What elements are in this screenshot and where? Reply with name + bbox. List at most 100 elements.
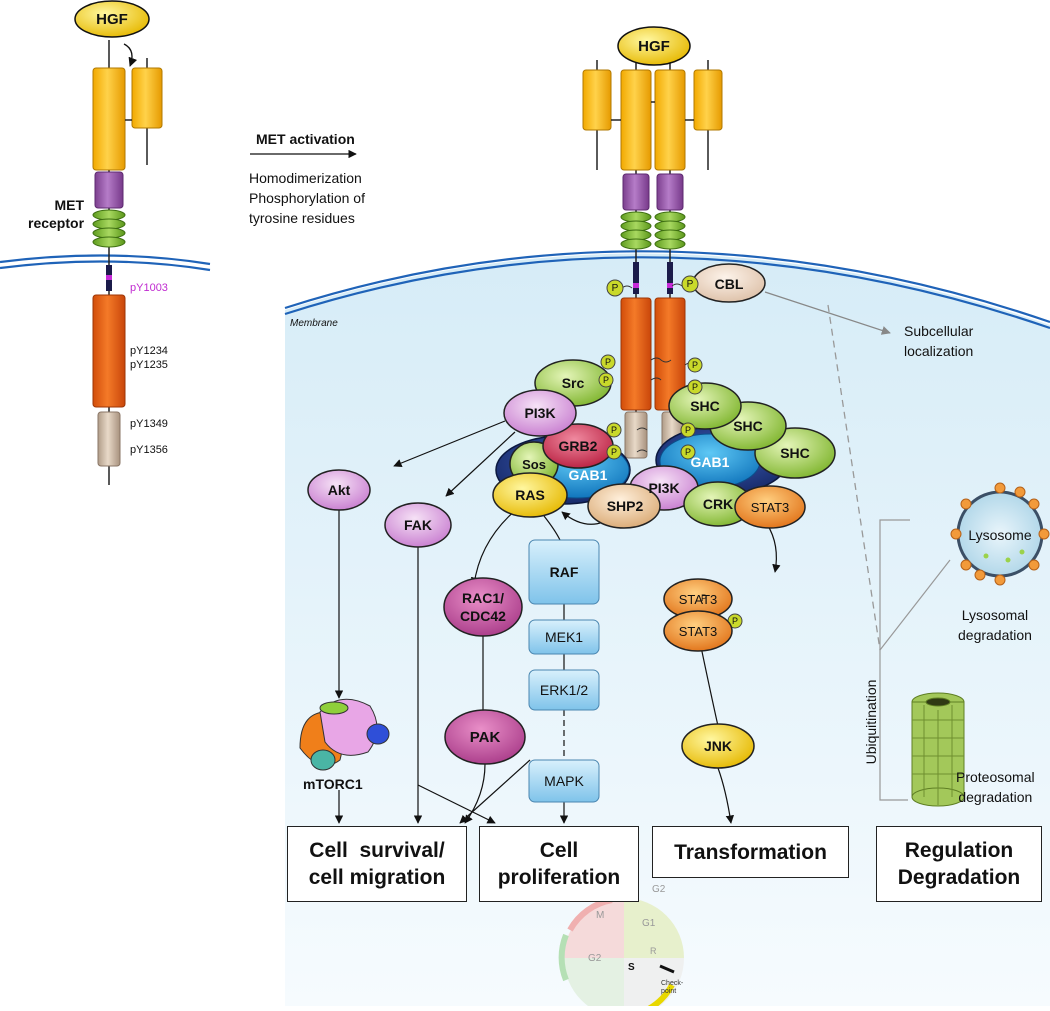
site-py1003: pY1003 xyxy=(130,282,168,294)
site-py1235: pY1235 xyxy=(130,359,168,371)
stat3-label-dimer-top: STAT3 xyxy=(678,591,718,607)
mapk-label: MAPK xyxy=(544,773,584,789)
site-py1349: pY1349 xyxy=(130,418,168,430)
erk-box xyxy=(528,669,600,711)
phospho-label-2: P xyxy=(686,278,694,290)
outcome-transformation: Transformation xyxy=(652,826,849,878)
cell-cycle-r: R xyxy=(650,946,657,956)
met-receptor-inactive xyxy=(92,40,163,485)
src-label: Src xyxy=(561,375,585,391)
proteosomal-degradation-label: Proteosomal degradation xyxy=(956,769,1035,805)
shp2-label: SHP2 xyxy=(606,498,644,514)
pi3k-label-top: PI3K xyxy=(524,405,556,421)
mek1-label: MEK1 xyxy=(544,629,584,645)
membrane-right-outer xyxy=(284,250,1050,324)
stat3-label-dimer-bottom: STAT3 xyxy=(678,623,718,639)
phospho-label-11: P xyxy=(700,593,707,603)
rac1-bubble xyxy=(443,577,523,637)
stat3-label-complex: STAT3 xyxy=(750,499,790,515)
fak-bubble xyxy=(384,502,452,548)
cbl-localization-arrow xyxy=(764,291,891,335)
fak-label: FAK xyxy=(404,517,432,533)
mapk-box xyxy=(528,759,600,803)
site-py1356: pY1356 xyxy=(130,444,168,456)
mtorc1-complex xyxy=(299,698,390,771)
cell-cycle-checkpoint: Check- point xyxy=(661,980,684,995)
mek1-box xyxy=(528,619,600,655)
stat3-bubble-complex xyxy=(734,485,806,529)
phospho-label-12: P xyxy=(731,616,738,626)
membrane-left-inner xyxy=(0,260,211,272)
outcome-regulation-degradation: Regulation Degradation xyxy=(876,826,1042,902)
hgf-ligand-left xyxy=(74,0,150,38)
subcellular-localization-label: Subcellular localization xyxy=(904,323,974,359)
lysosomal-degradation-label: Lysosomal degradation xyxy=(958,607,1032,643)
met-receptor-dimer xyxy=(582,45,723,459)
jnk-label: JNK xyxy=(703,738,732,754)
phospho-label-8: P xyxy=(610,447,617,457)
shc-label-2: SHC xyxy=(733,418,763,434)
cell-cycle-g1: G1 xyxy=(642,918,656,929)
cbl-ubiquitination-dashed xyxy=(827,304,881,651)
membrane-label: Membrane xyxy=(290,318,338,329)
lysosome-label: Lysosome xyxy=(968,527,1032,543)
crk-label: CRK xyxy=(702,496,734,512)
jnk-bubble xyxy=(681,723,755,769)
pi3k-bubble-top xyxy=(503,389,577,437)
raf-box xyxy=(528,539,600,605)
pi3k-label-mid: PI3K xyxy=(648,480,680,496)
ubiquitination-to-lysosome xyxy=(879,559,951,651)
cell-cycle-g2-top: G2 xyxy=(652,884,666,895)
cbl-label: CBL xyxy=(714,276,744,292)
shc-label-3: SHC xyxy=(780,445,810,461)
membrane-right-inner xyxy=(284,256,1050,330)
mtorc1-label: mTORC1 xyxy=(303,776,363,792)
shc-bubble-1 xyxy=(668,382,742,430)
stat3-dimer-bottom xyxy=(663,610,733,652)
shp2-bubble xyxy=(587,483,661,529)
lysosome-organelle xyxy=(950,482,1050,586)
rac1-label: RAC1/ CDC42 xyxy=(460,590,506,624)
outcome-cell-survival: Cell survival/ cell migration xyxy=(287,826,467,902)
ubiquitination-bracket xyxy=(879,519,910,801)
pak-bubble xyxy=(444,709,526,765)
shc-label-1: SHC xyxy=(690,398,720,414)
cell-cycle-g2-inner: G2 xyxy=(588,953,602,964)
akt-bubble xyxy=(307,469,371,511)
raf-label: RAF xyxy=(549,564,579,580)
proteasome-organelle xyxy=(911,692,965,807)
grb2-label: GRB2 xyxy=(558,438,598,454)
met-receptor-label: MET receptor xyxy=(28,197,85,231)
phospho-label-7: P xyxy=(610,425,617,435)
phospho-label-1: P xyxy=(611,282,619,294)
cell-cycle-graphic xyxy=(558,897,684,1011)
gab1-label-right: GAB1 xyxy=(690,454,730,470)
gab1-label-left: GAB1 xyxy=(568,467,608,483)
signal-arrows xyxy=(334,420,781,824)
ras-label: RAS xyxy=(515,487,545,503)
hgf-label-right: HGF xyxy=(638,37,670,55)
akt-label: Akt xyxy=(327,482,351,498)
hgf-ligand-right xyxy=(617,26,691,66)
membrane-left-outer xyxy=(0,254,211,266)
phospho-label-9: P xyxy=(684,425,691,435)
ras-bubble xyxy=(492,472,568,518)
phospho-label-10: P xyxy=(684,447,691,457)
phospho-label-5: P xyxy=(691,360,698,370)
sos-label: Sos xyxy=(522,456,546,472)
cell-cycle-m: M xyxy=(596,910,605,921)
phospho-label-4: P xyxy=(602,375,609,385)
erk-label: ERK1/2 xyxy=(539,682,589,698)
activation-title: MET activation xyxy=(256,131,355,147)
cell-cycle-s: S xyxy=(628,962,635,973)
site-py1234: pY1234 xyxy=(130,345,168,357)
ubiquitination-label: Ubiquitination xyxy=(863,679,879,765)
pak-label: PAK xyxy=(469,728,501,746)
phospho-label-3: P xyxy=(604,357,611,367)
activation-description: Homodimerization Phosphorylation of tyro… xyxy=(249,170,365,226)
phospho-label-6: P xyxy=(691,382,698,392)
outcome-cell-proliferation: Cell proliferation xyxy=(479,826,639,902)
hgf-label-left: HGF xyxy=(96,10,128,28)
